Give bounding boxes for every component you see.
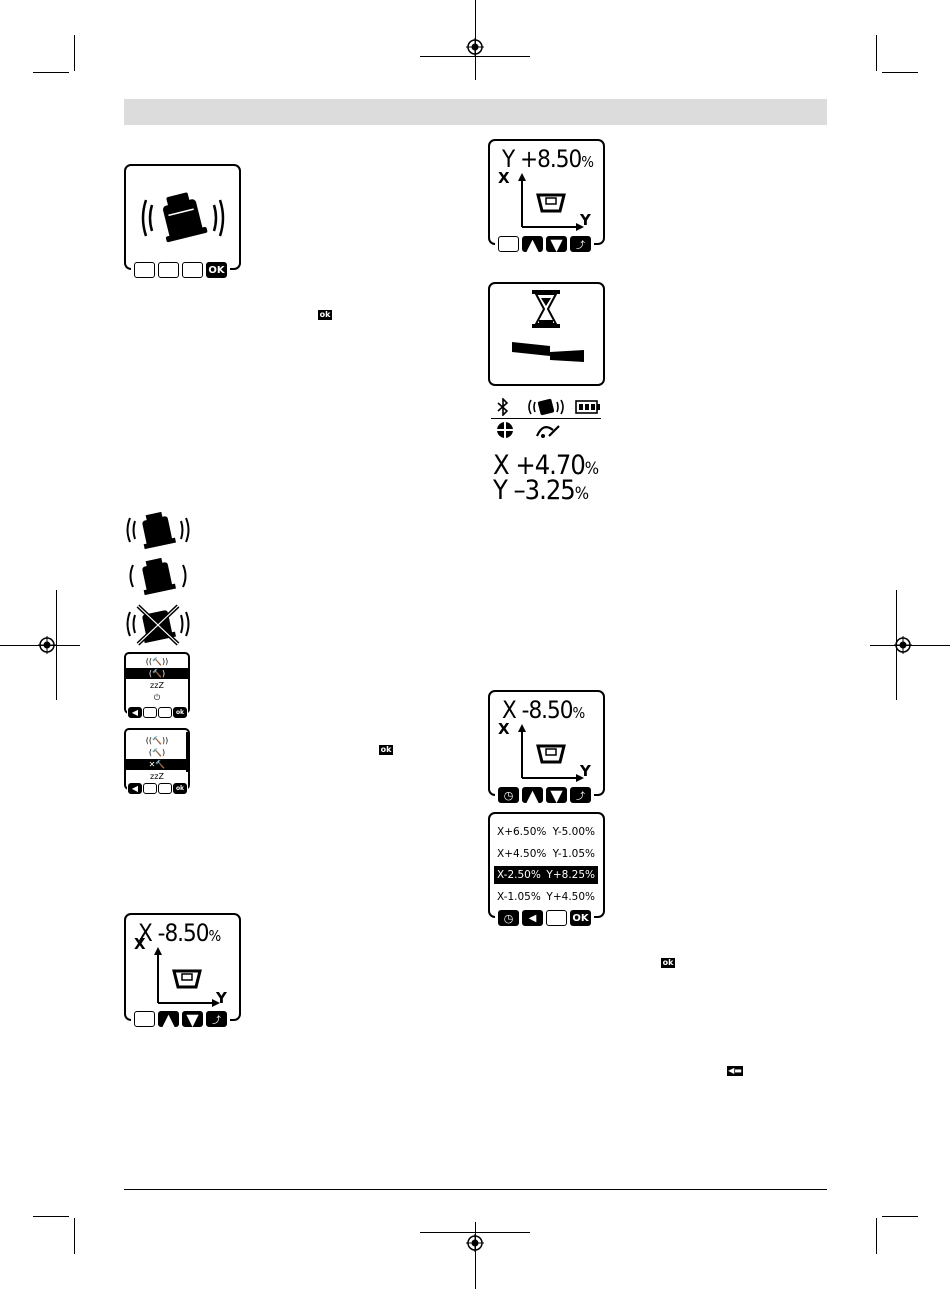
crop-mark — [33, 1216, 69, 1217]
scrollbar[interactable] — [186, 732, 189, 772]
softkey-3[interactable] — [182, 262, 203, 278]
leveling-screen — [488, 282, 605, 386]
menu-line-medium[interactable]: (🔨) — [126, 747, 188, 758]
softkey-bar: ◷ ▲ ▼ ⤴ — [495, 787, 594, 803]
arrow-left-icon[interactable]: ◀ — [128, 707, 142, 718]
inline-ok-icon: ok — [379, 745, 393, 755]
softkey-blank[interactable] — [134, 1011, 155, 1027]
softkey-ok-small[interactable]: ok — [173, 707, 187, 718]
softkey-bar: OK — [131, 262, 230, 278]
registration-mark — [38, 636, 56, 654]
slope-value: X -8.50% — [138, 919, 220, 947]
slope-value: X -8.50% — [502, 696, 584, 724]
arrow-left-icon[interactable]: ◀ — [128, 783, 142, 794]
registration-mark — [466, 38, 484, 56]
crop-mark — [876, 35, 877, 71]
axis-label-x: X — [134, 935, 146, 953]
crosshair-icon — [495, 420, 515, 440]
registration-mark — [894, 636, 912, 654]
inline-ok-icon: ok — [661, 958, 675, 968]
menu-line-sleep[interactable]: zzZ — [126, 680, 188, 691]
vibration-low-icon — [124, 556, 192, 596]
menu-line-off[interactable]: ✕🔨 — [126, 759, 188, 770]
crop-mark — [74, 35, 75, 71]
arrow-up-icon[interactable]: ▲ — [158, 1011, 179, 1027]
softkey-bar: ◷ ◀ OK — [495, 910, 594, 926]
axis-label-x: X — [498, 720, 510, 738]
crop-mark — [74, 1218, 75, 1254]
clock-icon[interactable]: ◷ — [498, 910, 519, 926]
slope-value: Y +8.50% — [502, 145, 593, 173]
softkey-bar: ▲ ▼ ⤴ — [495, 236, 594, 252]
softkey-ok-small[interactable]: ok — [173, 783, 187, 794]
crop-mark — [882, 1216, 918, 1217]
arrow-left-icon[interactable]: ◀ — [522, 910, 543, 926]
menu-line-power[interactable]: ⏻ — [126, 692, 188, 703]
status-divider — [491, 418, 601, 419]
softkey-bar-small-2: ◀ ok — [127, 783, 188, 794]
back-key-icon: ◀▬ — [727, 1066, 743, 1076]
slope-screen-right: X -8.50% X Y — [488, 690, 605, 796]
hourglass-icon — [532, 290, 560, 328]
axis-label-y: Y — [580, 211, 591, 229]
vibration-alert-screen — [124, 164, 241, 270]
crop-mark — [56, 590, 57, 700]
axis-label-y: Y — [216, 989, 227, 1007]
arrow-up-icon[interactable]: ▲ — [522, 787, 543, 803]
softkey-1[interactable] — [134, 262, 155, 278]
softkey-blank[interactable] — [158, 783, 172, 794]
axis-label-y: Y — [580, 762, 591, 780]
softkey-blank[interactable] — [498, 236, 519, 252]
softkey-2[interactable] — [158, 262, 179, 278]
menu-line-high[interactable]: ((🔨)) — [126, 656, 188, 667]
crop-mark — [420, 56, 530, 57]
softkey-blank[interactable] — [143, 707, 157, 718]
list-item-selected[interactable]: X-2.50%Y+8.25% — [494, 866, 598, 884]
list-item[interactable]: X-1.05%Y+4.50% — [494, 888, 598, 906]
slope-screen-left: X -8.50% X Y — [124, 913, 241, 1021]
vibration-status-icon — [527, 396, 565, 418]
inline-ok-icon: ok — [318, 310, 332, 320]
vibration-menu-screen-2: ((🔨)) (🔨) ✕🔨 zzZ — [124, 728, 190, 790]
slope-screen-y: Y +8.50% X Y — [488, 139, 605, 245]
crop-mark — [882, 72, 918, 73]
vibration-menu-screen-1: ((🔨)) (🔨) zzZ ⏻ — [124, 652, 190, 714]
crop-mark — [420, 1232, 530, 1233]
softkey-blank[interactable] — [546, 910, 567, 926]
softkey-blank[interactable] — [158, 707, 172, 718]
tilt-bar-icon — [510, 340, 586, 364]
vibration-tool-icon — [138, 188, 228, 248]
softkey-ok[interactable]: OK — [206, 262, 227, 278]
arrow-down-icon[interactable]: ▼ — [546, 236, 567, 252]
axis-label-x: X — [498, 169, 510, 187]
registration-mark — [466, 1234, 484, 1252]
menu-line-sleep[interactable]: zzZ — [126, 771, 188, 782]
vibration-off-icon — [124, 602, 192, 646]
softkey-bar-small-1: ◀ ok — [127, 707, 188, 718]
bluetooth-icon — [494, 398, 512, 416]
vibration-high-icon — [124, 510, 192, 550]
softkey-ok[interactable]: OK — [570, 910, 591, 926]
clock-icon[interactable]: ◷ — [498, 787, 519, 803]
tilt-sensor-icon — [535, 420, 561, 440]
softkey-bar: ▲ ▼ ⤴ — [131, 1011, 230, 1027]
footer-rule — [124, 1189, 827, 1190]
arrow-down-icon[interactable]: ▼ — [182, 1011, 203, 1027]
memory-list-screen: X+6.50%Y-5.00% X+4.50%Y-1.05% X-2.50%Y+8… — [488, 812, 605, 918]
list-item[interactable]: X+4.50%Y-1.05% — [494, 845, 598, 863]
menu-line-medium[interactable]: (🔨) — [126, 668, 188, 679]
battery-icon — [575, 400, 601, 414]
arrow-up-icon[interactable]: ▲ — [522, 236, 543, 252]
arrow-down-icon[interactable]: ▼ — [546, 787, 567, 803]
axis-swap-icon[interactable]: ⤴ — [206, 1011, 227, 1027]
axis-swap-icon[interactable]: ⤴ — [570, 236, 591, 252]
status-y-value: Y –3.25% — [493, 475, 588, 506]
menu-line-high[interactable]: ((🔨)) — [126, 735, 188, 746]
header-bar — [124, 99, 827, 125]
crop-mark — [33, 72, 69, 73]
list-item[interactable]: X+6.50%Y-5.00% — [494, 823, 598, 841]
softkey-blank[interactable] — [143, 783, 157, 794]
axis-swap-icon[interactable]: ⤴ — [570, 787, 591, 803]
crop-mark — [876, 1218, 877, 1254]
